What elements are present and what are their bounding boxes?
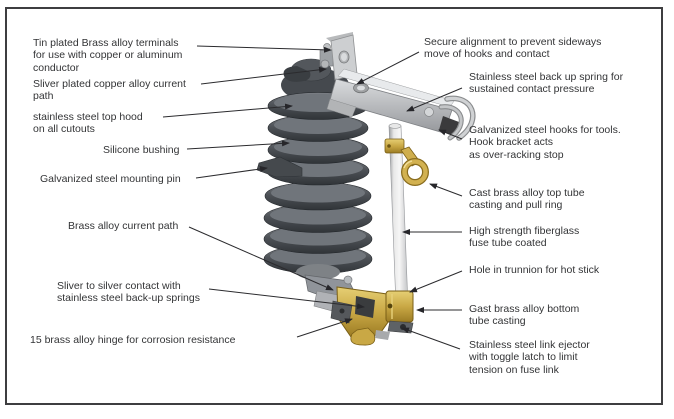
label-brass-current-path: Brass alloy current path bbox=[68, 220, 179, 232]
mounting-pin-shape bbox=[256, 156, 303, 178]
label-top-tube-casting: Cast brass alloy top tube casting and pu… bbox=[469, 187, 585, 212]
bottom-casting-shape bbox=[313, 286, 414, 346]
label-trunnion-hole: Hole in trunnion for hot stick bbox=[469, 264, 600, 276]
label-mounting-pin: Galvanized steel mounting pin bbox=[40, 173, 181, 185]
label-link-ejector: Stainless steel link ejector with toggle… bbox=[469, 339, 590, 376]
label-silicone-bushing: Silicone bushing bbox=[103, 144, 180, 156]
label-silver-contact: Sliver to silver contact with stainless … bbox=[57, 280, 200, 305]
label-fiberglass-tube: High strength fiberglass fuse tube coate… bbox=[469, 225, 580, 250]
label-secure-alignment: Secure alignment to prevent sideways mov… bbox=[424, 36, 602, 61]
label-backup-spring: Stainless steel back up spring for susta… bbox=[469, 71, 624, 96]
tool-hooks-shape bbox=[438, 95, 476, 141]
label-stainless-top-hood: stainless steel top hood on all cutouts bbox=[33, 111, 143, 136]
pull-ring-shape bbox=[384, 138, 429, 186]
label-bottom-tube-casting: Gast brass alloy bottom tube casting bbox=[469, 303, 580, 328]
terminal-bracket-shape bbox=[320, 32, 358, 81]
label-silver-plated-current-path: Sliver plated copper alloy current path bbox=[33, 78, 186, 103]
leader-lines bbox=[162, 45, 463, 350]
label-steel-hooks: Galvanized steel hooks for tools. Hook b… bbox=[469, 124, 621, 161]
insulator-stack bbox=[263, 49, 373, 280]
label-brass-hinge: 15 brass alloy hinge for corrosion resis… bbox=[30, 334, 236, 346]
label-tin-plated-terminals: Tin plated Brass alloy terminals for use… bbox=[33, 37, 183, 74]
